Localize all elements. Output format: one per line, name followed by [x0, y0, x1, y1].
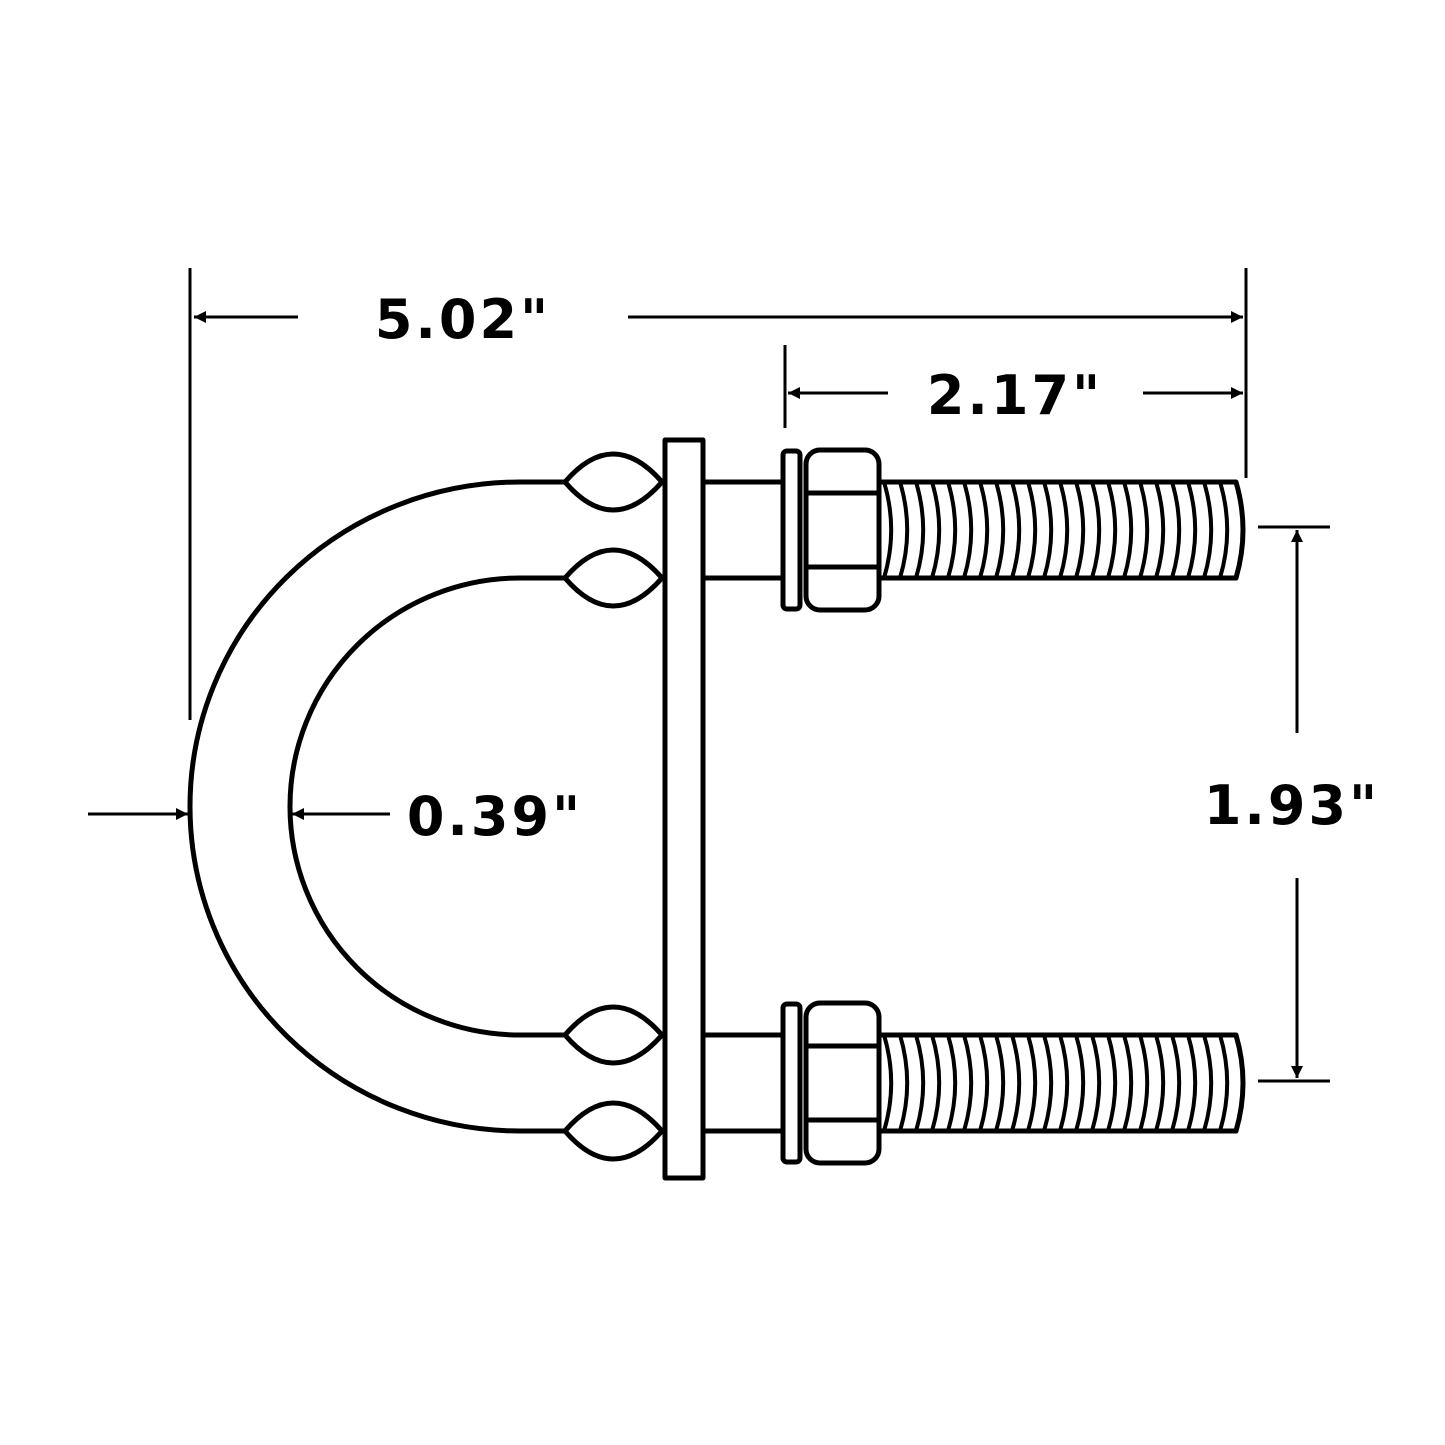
- threaded-shank: [876, 1032, 1246, 1134]
- thread-line: [1186, 480, 1198, 580]
- bolt-top: [700, 447, 1246, 613]
- thread-line: [1218, 480, 1230, 580]
- thread-line: [946, 480, 958, 580]
- hex-nut: [803, 1000, 882, 1166]
- thread-line: [1138, 1033, 1150, 1133]
- dim-label-rod-diameter: 0.39": [407, 785, 583, 848]
- thread-line: [882, 480, 894, 580]
- thread-line: [1042, 1033, 1054, 1133]
- mounting-plate: [662, 437, 706, 1181]
- thread-line: [1026, 480, 1038, 580]
- thread-line: [946, 1033, 958, 1133]
- thread-line: [1122, 480, 1134, 580]
- thread-line: [1090, 480, 1102, 580]
- washer: [780, 448, 803, 612]
- thread-line: [1202, 1033, 1214, 1133]
- thread-line: [914, 1033, 926, 1133]
- thread-line: [1058, 480, 1070, 580]
- thread-line: [1138, 480, 1150, 580]
- thread-line: [978, 1033, 990, 1133]
- dim-label-thread-length: 2.17": [927, 364, 1103, 427]
- weld-icon: [562, 1100, 665, 1162]
- thread-line: [1074, 1033, 1086, 1133]
- hex-nut: [803, 447, 882, 613]
- thread-line: [1026, 1033, 1038, 1133]
- thread-line: [1186, 1033, 1198, 1133]
- thread-line: [1074, 480, 1086, 580]
- thread-line: [1122, 1033, 1134, 1133]
- thread-line: [1090, 1033, 1102, 1133]
- thread-line: [962, 480, 974, 580]
- threaded-shank: [876, 479, 1246, 581]
- thread-line: [1170, 480, 1182, 580]
- thread-line: [1106, 480, 1118, 580]
- thread-line: [962, 1033, 974, 1133]
- thread-line: [914, 480, 926, 580]
- washer: [780, 1001, 803, 1165]
- thread-line: [994, 480, 1006, 580]
- dim-label-inner-width: 1.93": [1204, 774, 1380, 837]
- thread-line: [1154, 480, 1166, 580]
- thread-line: [978, 480, 990, 580]
- u-bend-outer: [187, 479, 568, 1134]
- dimension-lines: [88, 268, 1330, 1083]
- thread-line: [1154, 1033, 1166, 1133]
- thread-line: [1010, 1033, 1022, 1133]
- thread-line: [1010, 480, 1022, 580]
- weld-icon: [562, 451, 665, 513]
- thread-line: [1170, 1033, 1182, 1133]
- bolt-bottom: [700, 1000, 1246, 1166]
- thread-line: [1058, 1033, 1070, 1133]
- thread-line: [1218, 1033, 1230, 1133]
- u-bend-inner: [287, 575, 568, 1038]
- weld-icon: [562, 547, 665, 609]
- thread-line: [898, 1033, 910, 1133]
- dim-label-overall-length: 5.02": [375, 288, 551, 351]
- thread-line: [994, 1033, 1006, 1133]
- thread-line: [1106, 1033, 1118, 1133]
- thread-line: [898, 480, 910, 580]
- thread-line: [1042, 480, 1054, 580]
- thread-line: [882, 1033, 894, 1133]
- weld-marks: [562, 451, 665, 1162]
- thread-line: [1202, 480, 1214, 580]
- weld-icon: [562, 1004, 665, 1066]
- thread-line: [930, 480, 942, 580]
- thread-line: [930, 1033, 942, 1133]
